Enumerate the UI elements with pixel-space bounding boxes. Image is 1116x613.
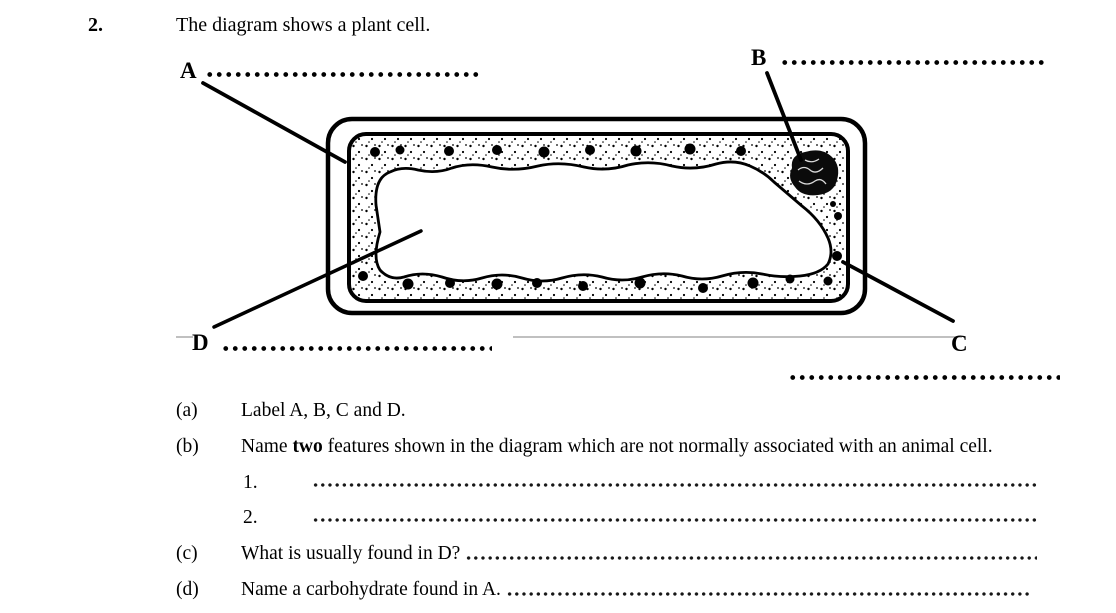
question-d-row: Name a carbohydrate found in A. — [241, 578, 1031, 601]
label-c: C — [951, 331, 968, 356]
pointer-line-b — [765, 71, 803, 162]
answer-1-dotted-line — [312, 482, 1039, 488]
pointer-line-d — [212, 229, 423, 329]
answer-2-number: 2. — [243, 507, 258, 528]
pointer-line-a — [201, 81, 347, 164]
label-c-dotted-line — [788, 374, 1060, 381]
label-d-dotted-line — [221, 345, 492, 352]
question-b-text-post: features shown in the diagram which are … — [322, 436, 993, 457]
question-b-id: (b) — [176, 436, 199, 457]
nucleus-shape — [790, 150, 839, 196]
question-a-text: Label A, B, C and D. — [241, 400, 406, 421]
question-c-text: What is usually found in D? — [241, 543, 461, 564]
vacuole-shape — [374, 160, 833, 283]
label-b-dotted-line — [780, 59, 1048, 66]
label-b: B — [751, 45, 767, 70]
answer-2-dotted-line — [312, 517, 1039, 523]
question-prompt: The diagram shows a plant cell. — [176, 14, 431, 36]
question-c-dotted-line — [465, 555, 1037, 561]
question-a-id: (a) — [176, 400, 198, 421]
label-d: D — [192, 330, 209, 355]
question-d-text: Name a carbohydrate found in A. — [241, 579, 501, 600]
question-number: 2. — [88, 14, 103, 36]
answer-1-number: 1. — [243, 472, 258, 493]
question-c-row: What is usually found in D? — [241, 542, 1037, 565]
label-a: A — [180, 58, 197, 83]
question-d-dotted-line — [505, 591, 1031, 597]
question-b-text: Name two features shown in the diagram w… — [241, 435, 993, 458]
question-c-id: (c) — [176, 543, 198, 564]
label-a-dotted-line — [205, 71, 479, 78]
pointer-line-c — [841, 260, 955, 323]
question-b-text-pre: Name — [241, 436, 293, 457]
question-d-id: (d) — [176, 579, 199, 600]
chloroplast-dots — [358, 143, 842, 293]
question-b-text-bold: two — [292, 436, 323, 457]
